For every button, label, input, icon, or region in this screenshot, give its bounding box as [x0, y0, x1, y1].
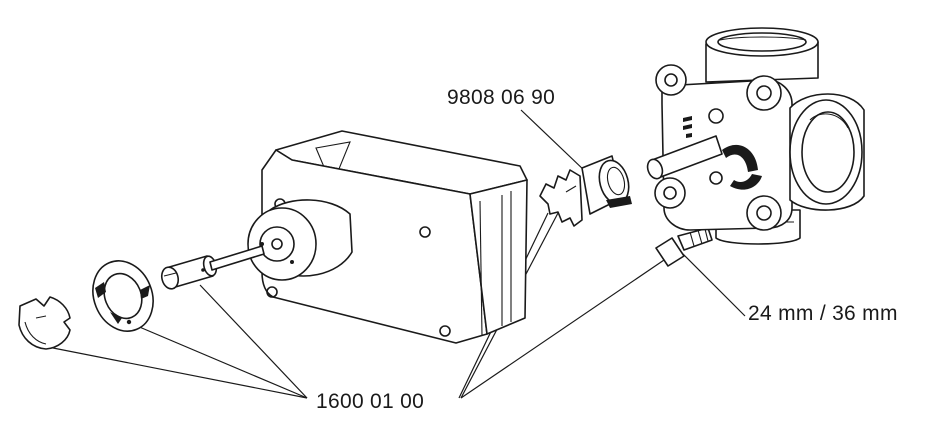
leader-size [680, 251, 746, 317]
leader-adapter [520, 109, 587, 173]
coupling-pin-part [160, 255, 218, 290]
leader-bolt [460, 257, 668, 399]
leader-cover-cap [47, 346, 308, 399]
bolt-part [655, 227, 713, 267]
valve-lug-top-left [655, 64, 687, 96]
part-number-label-top: 9808 06 90 [447, 86, 556, 109]
valve-lug-bottom-right [746, 195, 782, 231]
mixing-valve-body [646, 27, 865, 245]
ring-part [92, 260, 154, 332]
gear-adapter-part [539, 155, 632, 227]
part-number-label-bottom: 1600 01 00 [316, 390, 425, 413]
leader-ring [129, 322, 308, 399]
actuator-housing [209, 130, 528, 344]
size-label: 24 mm / 36 mm [748, 302, 898, 325]
valve-lug-top-right [746, 75, 782, 111]
valve-lug-bottom-left [654, 177, 686, 209]
cover-cap-part [18, 296, 71, 350]
leader-coupling-pin [199, 284, 308, 399]
